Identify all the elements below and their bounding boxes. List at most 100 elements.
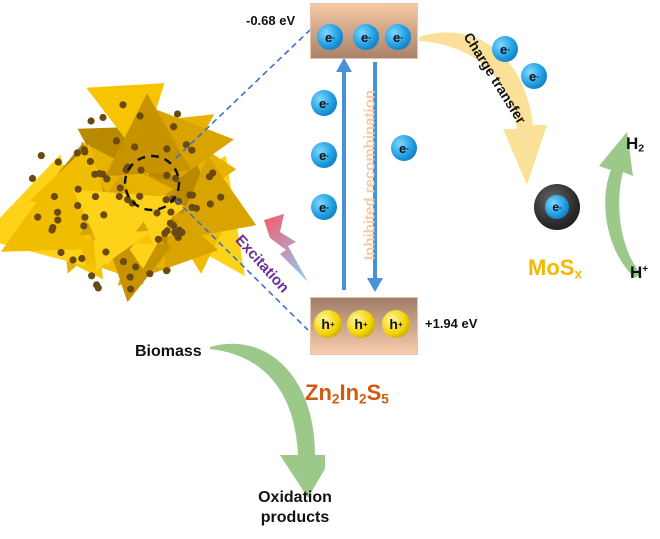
gap-electron: e- xyxy=(311,194,337,220)
mosx-dot xyxy=(154,235,162,243)
mosx-dot xyxy=(170,123,178,131)
mosx-dot xyxy=(146,270,154,278)
mosx-dot xyxy=(172,174,180,182)
inhibited-recombination-label: Inhibited recombination xyxy=(361,89,379,261)
mosx-dot xyxy=(34,213,42,221)
mosx-dot xyxy=(50,192,59,201)
mosx-dot xyxy=(178,228,186,236)
mosx-dot xyxy=(162,196,170,204)
vb-hole: h+ xyxy=(314,310,342,338)
mosx-dot xyxy=(115,192,123,201)
mosx-dot xyxy=(74,202,82,210)
formula-element: In xyxy=(339,380,360,405)
mosx-dot xyxy=(131,143,139,151)
mosx-dot xyxy=(69,256,77,264)
mosx-dot xyxy=(163,171,171,179)
mosx-dot xyxy=(88,272,96,280)
light-bolt-icon xyxy=(264,214,308,282)
mosx-dot xyxy=(81,213,89,221)
zoom-region-circle xyxy=(123,154,181,212)
mosx-dot xyxy=(186,191,194,199)
gap-electron: e- xyxy=(311,90,337,116)
up-arrowhead xyxy=(336,58,352,72)
mosx-dot xyxy=(173,110,182,118)
h-plus-label: H+ xyxy=(630,263,649,282)
oxidation-products-label: Oxidation products xyxy=(258,489,332,526)
mosx-dot xyxy=(91,193,100,201)
mosx-dot xyxy=(112,137,120,145)
mosx-dot xyxy=(57,248,65,257)
conduction-band: e- e- e- xyxy=(310,3,418,59)
h2-label: H2 xyxy=(626,134,645,155)
mosx-dot xyxy=(80,146,88,154)
mosx-dot xyxy=(205,173,214,181)
mosx-dot xyxy=(28,174,37,183)
mosx-label: MoSx xyxy=(528,255,583,282)
nanosheet-petal xyxy=(105,93,192,177)
mosx-dot xyxy=(188,146,196,154)
catalyst-formula-label: Zn2In2S5 xyxy=(305,380,389,406)
mosx-dot xyxy=(78,254,86,263)
cb-electron: e- xyxy=(317,24,343,50)
gap-electron-right: e- xyxy=(391,135,417,161)
mosx-dot xyxy=(182,141,190,149)
vb-potential-label: +1.94 eV xyxy=(425,316,478,331)
zoom-line-top xyxy=(175,29,311,159)
mosx-dot xyxy=(116,184,124,192)
mosx-dot xyxy=(167,208,175,216)
mosx-dot xyxy=(170,222,178,230)
charge-transfer-arrow xyxy=(419,32,547,186)
cb-potential-label: -0.68 eV xyxy=(246,13,296,28)
band-arrows xyxy=(336,58,383,292)
mosx-dot xyxy=(119,101,127,109)
mosx-particle: e- xyxy=(534,184,580,230)
mosx-dot xyxy=(136,112,144,120)
mosx-dot xyxy=(86,157,94,165)
mosx-dot xyxy=(119,258,128,266)
mosx-dot xyxy=(73,149,81,157)
mosx-dot xyxy=(163,227,171,235)
mosx-dot xyxy=(163,267,171,275)
mosx-dot xyxy=(126,273,134,281)
gap-electron: e- xyxy=(311,142,337,168)
mosx-dot xyxy=(127,285,135,293)
mosx-dot xyxy=(80,222,88,230)
mosx-dot xyxy=(74,185,82,193)
nanosheet-petal xyxy=(73,189,165,265)
catalyst-nanosphere xyxy=(0,83,257,303)
transfer-electron: e- xyxy=(492,36,518,62)
mosx-dot xyxy=(54,158,62,166)
formula-subscript: 2 xyxy=(359,391,367,407)
formula-element: Zn xyxy=(305,380,332,405)
mosx-dot xyxy=(94,284,102,292)
mosx-dot xyxy=(100,211,108,219)
mosx-dot xyxy=(48,226,56,234)
valence-band: h+ h+ h+ xyxy=(310,297,418,355)
mosx-dot xyxy=(132,263,140,271)
mosx-dot xyxy=(163,145,171,153)
mosx-dot xyxy=(206,200,214,208)
mosx-dot xyxy=(54,208,62,216)
mosx-dot xyxy=(87,117,95,125)
formula-subscript: 5 xyxy=(381,391,389,407)
hydrogen-evolution-arrow xyxy=(599,132,641,278)
transfer-electron: e- xyxy=(521,63,547,89)
oxidation-arrow xyxy=(210,343,325,498)
mosx-dot xyxy=(137,166,145,174)
biomass-label: Biomass xyxy=(135,343,202,360)
mosx-dot xyxy=(136,192,144,200)
cb-electron: e- xyxy=(385,24,411,50)
mosx-electron: e- xyxy=(545,195,569,219)
formula-subscript: 2 xyxy=(331,391,340,407)
mosx-dot xyxy=(99,113,107,122)
mosx-dot xyxy=(153,209,161,217)
mosx-dot xyxy=(54,216,62,224)
cb-electron: e- xyxy=(353,24,379,50)
vb-hole: h+ xyxy=(382,310,410,338)
mosx-dot xyxy=(95,170,103,178)
vb-hole: h+ xyxy=(347,310,375,338)
mosx-dot xyxy=(217,193,225,201)
down-arrowhead xyxy=(367,278,383,292)
nanosheet-petal xyxy=(172,155,257,241)
